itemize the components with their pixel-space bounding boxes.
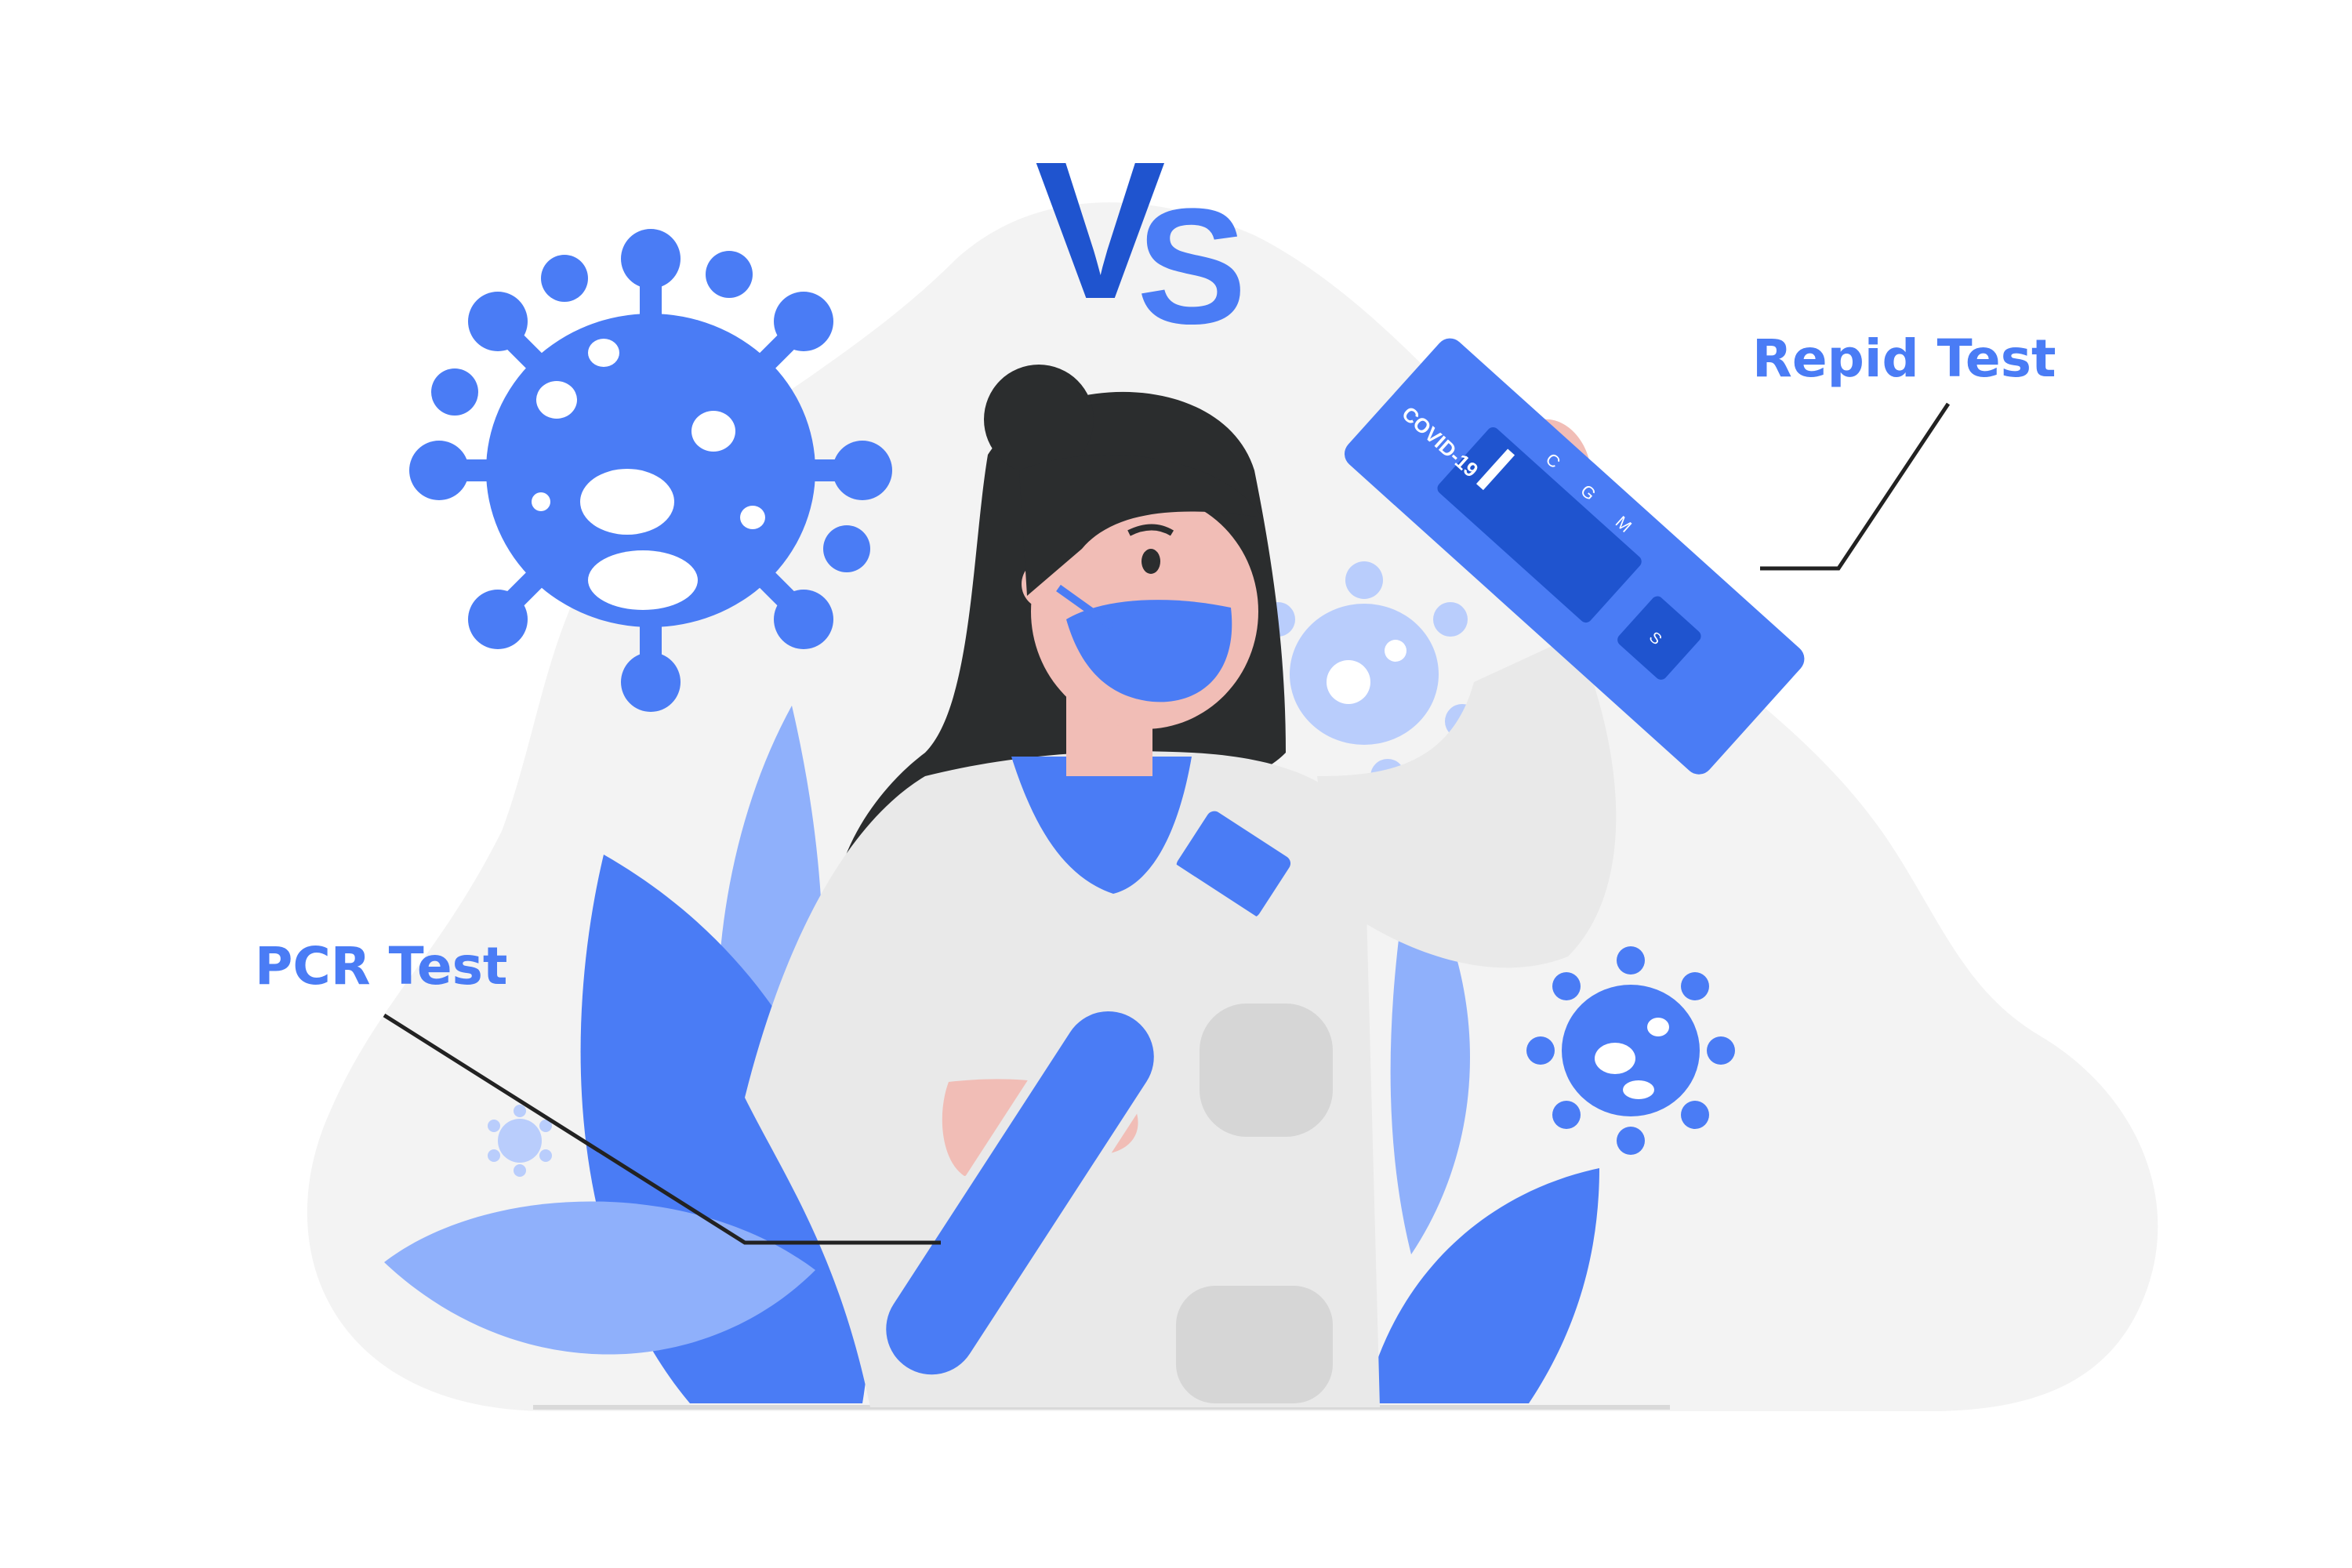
vs-logo: V S — [1035, 121, 1247, 358]
eye — [1142, 549, 1160, 574]
virus-icon — [488, 1105, 552, 1177]
eyebrow — [1127, 524, 1174, 536]
vs-letter-s: S — [1137, 174, 1247, 358]
leaves — [384, 706, 1599, 1403]
rapid-callout-line — [1760, 402, 1951, 571]
vs-letter-v: V — [1035, 121, 1166, 339]
pcr-test-label: PCR Test — [255, 936, 507, 996]
pcr-callout-line — [383, 1013, 941, 1245]
coat-pocket — [1176, 1286, 1333, 1403]
virus-icon — [409, 229, 892, 712]
raised-arm — [1317, 635, 1617, 968]
rapid-test-label: Repid Test — [1752, 328, 2056, 389]
card-control-line — [1475, 448, 1515, 491]
card-sample-well — [1617, 596, 1701, 680]
coat-pocket — [1200, 1004, 1333, 1137]
tube-cap — [1176, 811, 1291, 917]
virus-icon — [1526, 946, 1735, 1155]
tube-cap-band — [1152, 861, 1263, 946]
tube-liquid — [886, 1011, 1154, 1375]
rapid-test-card-icon: COVID-19 C G M S — [1344, 338, 1805, 775]
hair-fringe — [1019, 455, 1262, 596]
leaf-icon — [1364, 1168, 1599, 1403]
mask-strap — [1056, 584, 1116, 631]
shirt — [1011, 757, 1192, 894]
test-tube-icon — [877, 811, 1291, 1383]
hair-bun — [984, 365, 1094, 474]
leaf-icon — [384, 1201, 815, 1355]
